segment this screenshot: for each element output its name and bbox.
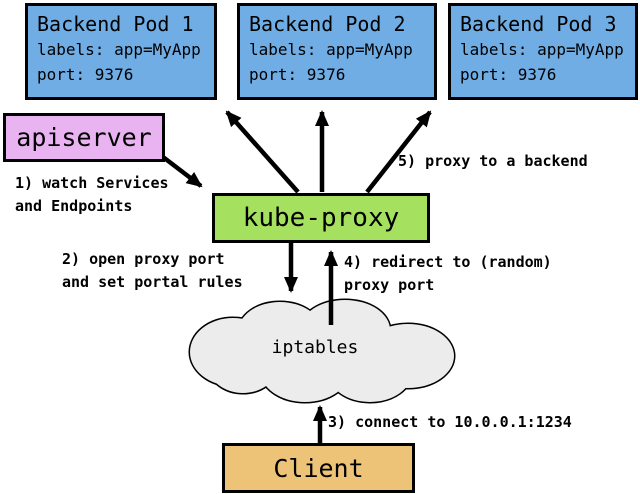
step2-annotation: 2) open proxy port and set portal rules <box>62 250 243 291</box>
backend-pod-1-node: Backend Pod 1 labels: app=MyApp port: 93… <box>25 3 217 100</box>
backend-pod-2-node: Backend Pod 2 labels: app=MyApp port: 93… <box>237 3 437 100</box>
step5-annotation: 5) proxy to a backend <box>398 152 588 170</box>
step1-annotation: 1) watch Services and Endpoints <box>15 174 169 215</box>
client-label: Client <box>273 453 364 483</box>
apiserver-label: apiserver <box>16 123 152 152</box>
arrow-kube-proxy-to-pod3 <box>365 110 432 194</box>
kube-proxy-node: kube-proxy <box>212 193 430 243</box>
client-node: Client <box>222 443 415 493</box>
kube-proxy-label: kube-proxy <box>242 203 400 233</box>
apiserver-node: apiserver <box>3 113 165 162</box>
step3-annotation: 3) connect to 10.0.0.1:1234 <box>328 413 572 431</box>
backend-pod-1-title: Backend Pod 1 <box>37 12 194 36</box>
backend-pod-2-port: port: 9376 <box>249 65 346 84</box>
backend-pod-2-title: Backend Pod 2 <box>249 12 406 36</box>
backend-pod-3-title: Backend Pod 3 <box>460 12 617 36</box>
backend-pod-1-port: port: 9376 <box>37 65 134 84</box>
step4-annotation: 4) redirect to (random) proxy port <box>344 253 552 294</box>
backend-pod-2-labels: labels: app=MyApp <box>249 40 413 59</box>
iptables-label: iptables <box>271 337 359 358</box>
backend-pod-3-node: Backend Pod 3 labels: app=MyApp port: 93… <box>448 3 638 100</box>
iptables-cloud <box>188 298 456 404</box>
backend-pod-1-labels: labels: app=MyApp <box>37 40 201 59</box>
arrow-apiserver-to-kube-proxy <box>161 155 203 188</box>
backend-pod-3-labels: labels: app=MyApp <box>460 40 624 59</box>
arrow-kube-proxy-to-pod1 <box>225 110 300 194</box>
backend-pod-3-port: port: 9376 <box>460 65 557 84</box>
